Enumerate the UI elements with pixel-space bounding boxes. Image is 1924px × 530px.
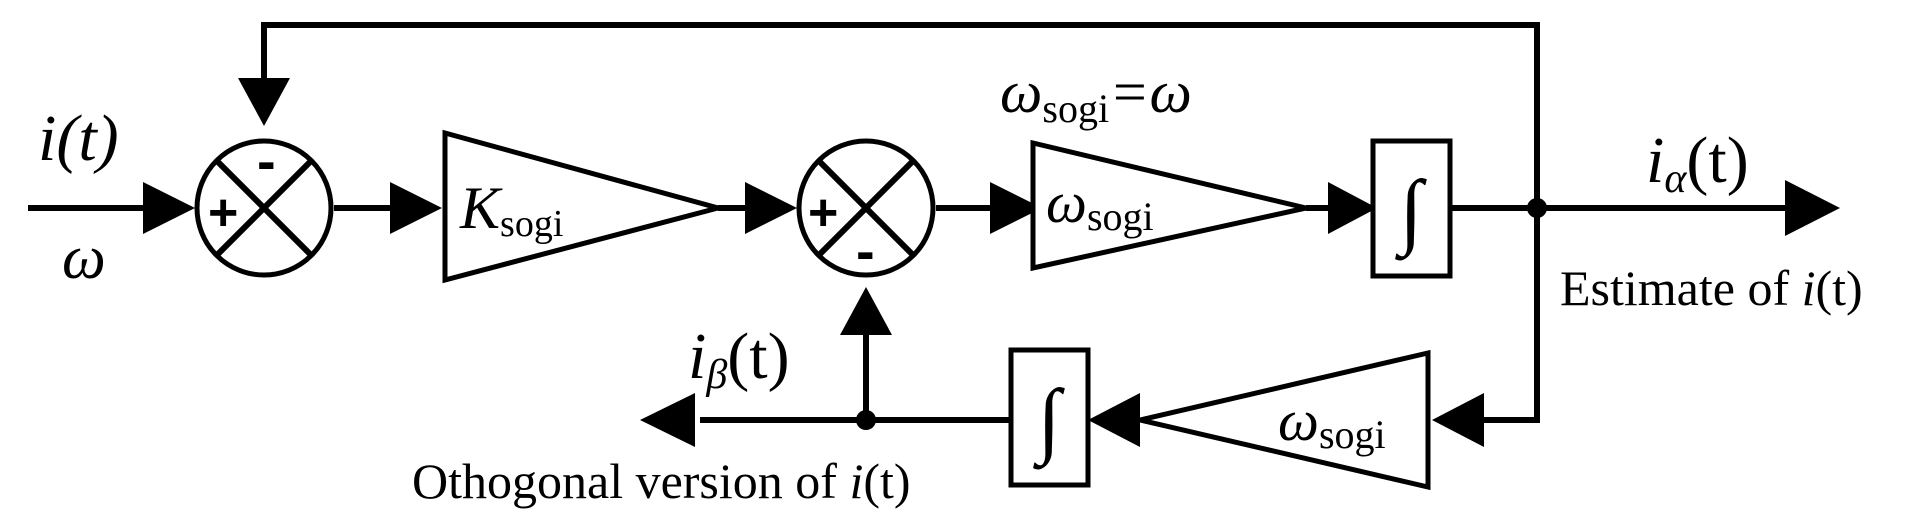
gain-w-forward-block: ωsogi: [1030, 139, 1307, 272]
arrow-into-summer2: [745, 182, 797, 234]
gain-w-feedback-subscript: sogi: [1319, 412, 1386, 457]
arrow-output-beta: [640, 393, 695, 447]
arrow-into-integrator-feedback: [1088, 393, 1140, 447]
output-beta-caption-arg: (t): [863, 453, 910, 509]
summer-1-plus: +: [208, 184, 238, 242]
input-signal-label: i(t): [38, 102, 119, 175]
output-beta-label: iβ(t): [688, 320, 790, 398]
integrator-forward: ∫: [1370, 138, 1453, 279]
summer-2-plus: +: [808, 184, 838, 242]
output-alpha-label: iα(t): [1646, 124, 1749, 202]
arrow-into-gain-k: [390, 182, 442, 234]
output-beta-base: i: [688, 320, 706, 393]
output-alpha-subscript: α: [1664, 156, 1687, 202]
omega-equality-lhs-sub: sogi: [1042, 86, 1109, 131]
output-beta-caption: Othogonal version of i(t): [412, 453, 911, 509]
integrator-feedback-box: [1008, 347, 1091, 488]
summer-1-cross-b: [214, 158, 314, 258]
integrator-feedback: ∫: [1008, 347, 1091, 488]
arrow-into-summer1: [143, 182, 195, 234]
gain-k-symbol: K: [459, 175, 503, 241]
summer-1: + -: [194, 129, 334, 278]
gain-w-forward-subscript: sogi: [1087, 194, 1154, 239]
gain-w-forward-triangle: [1030, 139, 1307, 272]
output-alpha-base: i: [1646, 124, 1664, 197]
gain-k-subscript: sogi: [500, 203, 563, 245]
summer-2-minus: -: [856, 219, 875, 282]
svg-text:ωsogi: ωsogi: [1278, 388, 1386, 457]
svg-text:Ksogi: Ksogi: [459, 175, 563, 245]
arrow-top-feedback: [238, 78, 290, 126]
gain-w-forward-symbol: ω: [1046, 170, 1087, 235]
arrow-into-gain-w: [990, 182, 1042, 234]
input-frequency-label: ω: [62, 224, 106, 292]
summer-1-minus: -: [257, 129, 276, 192]
output-beta-caption-var: i: [849, 453, 863, 509]
arrow-into-integrator: [1328, 182, 1377, 234]
omega-equality-lhs: ω: [1000, 59, 1042, 125]
wires: [28, 22, 1795, 423]
gain-k-triangle: [442, 129, 728, 284]
integral-icon: ∫: [1032, 373, 1065, 470]
output-beta-caption-prefix: Othogonal version of: [412, 453, 849, 509]
output-beta-arg: (t): [727, 320, 789, 393]
output-alpha-caption-prefix: Estimate of: [1560, 260, 1802, 316]
output-alpha-caption-arg: (t): [1816, 260, 1863, 316]
gain-w-feedback-block: ωsogi: [1139, 349, 1431, 491]
omega-equality-rhs: =ω: [1109, 59, 1192, 125]
integral-icon: ∫: [1394, 164, 1427, 261]
arrow-into-summer2-minus: [840, 287, 892, 335]
output-alpha-caption-var: i: [1802, 260, 1816, 316]
arrow-output-alpha: [1785, 180, 1840, 236]
gain-w-feedback-symbol: ω: [1278, 388, 1319, 453]
output-alpha-caption: Estimate of i(t): [1560, 260, 1863, 316]
arrowheads: [143, 78, 1840, 447]
branch-point-beta: [856, 410, 876, 430]
svg-text:ωsogi: ωsogi: [1046, 170, 1154, 239]
gain-w-feedback-triangle: [1139, 349, 1431, 491]
gain-k-block: Ksogi: [442, 129, 728, 284]
feedback-right-wire: [1483, 208, 1540, 423]
integrator-forward-box: [1370, 138, 1453, 279]
summer-2-cross-b: [816, 158, 916, 258]
summer-2: + -: [796, 138, 936, 282]
feedback-top-wire: [261, 22, 1540, 208]
branch-point-alpha: [1527, 198, 1547, 218]
omega-equality-label: ωsogi=ω: [1000, 59, 1192, 131]
output-beta-subscript: β: [705, 352, 727, 398]
output-alpha-arg: (t): [1686, 124, 1748, 197]
arrow-into-gain-w-feedback: [1432, 393, 1484, 447]
